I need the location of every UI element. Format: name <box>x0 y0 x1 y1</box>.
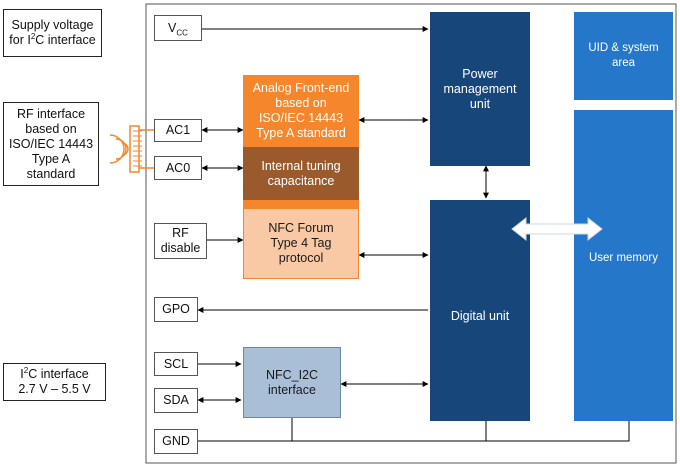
i2c-note-line2: 2.7 V – 5.5 V <box>18 382 91 396</box>
memory-bus-arrow-icon <box>511 216 603 242</box>
supply-voltage-line1: Supply voltage <box>11 18 94 32</box>
rf-note-line: ISO/IEC 14443 <box>8 136 94 151</box>
i2c-interface-note: I2C interface 2.7 V – 5.5 V <box>3 363 106 401</box>
digital-unit-block: Digital unit <box>430 200 530 421</box>
supply-voltage-line2: for I2C interface <box>9 31 96 47</box>
rf-note-line: RF interface <box>16 106 86 121</box>
user-memory-block: User memory <box>574 110 673 421</box>
gnd-bus <box>198 421 630 442</box>
uid-system-area-block: UID & system area <box>574 12 673 100</box>
analog-front-end-block: Analog Front-end based on ISO/IEC 14443 … <box>243 75 359 147</box>
scl-pin: SCL <box>154 352 198 376</box>
ac1-pin: AC1 <box>154 119 202 142</box>
power-management-unit-block: Power management unit <box>430 12 530 166</box>
nfc-i2c-interface-block: NFC_I2C interface <box>243 347 341 418</box>
rf-note-line: based on <box>25 121 77 136</box>
nfc-forum-block: NFC Forum Type 4 Tag protocol <box>243 208 359 279</box>
i2c-note-line1: I2C interface <box>20 365 89 381</box>
rf-note-line: standard <box>26 166 76 181</box>
sda-pin: SDA <box>154 388 198 413</box>
rf-note-line: Type A <box>31 151 71 166</box>
vcc-pin: VCC <box>154 15 202 41</box>
chip-outline <box>145 3 677 464</box>
gnd-pin: GND <box>154 429 198 454</box>
antenna-coil-icon <box>129 125 154 173</box>
gpo-pin: GPO <box>154 297 198 322</box>
rf-interface-note: RF interface based on ISO/IEC 14443 Type… <box>3 102 99 186</box>
supply-voltage-note: Supply voltage for I2C interface <box>3 9 102 57</box>
rf-waves-icon <box>109 134 129 164</box>
ac0-pin: AC0 <box>154 156 202 180</box>
internal-tuning-block: Internal tuning capacitance <box>243 147 359 200</box>
orange-divider-strip <box>243 200 359 208</box>
rf-disable-pin: RF disable <box>154 223 207 259</box>
